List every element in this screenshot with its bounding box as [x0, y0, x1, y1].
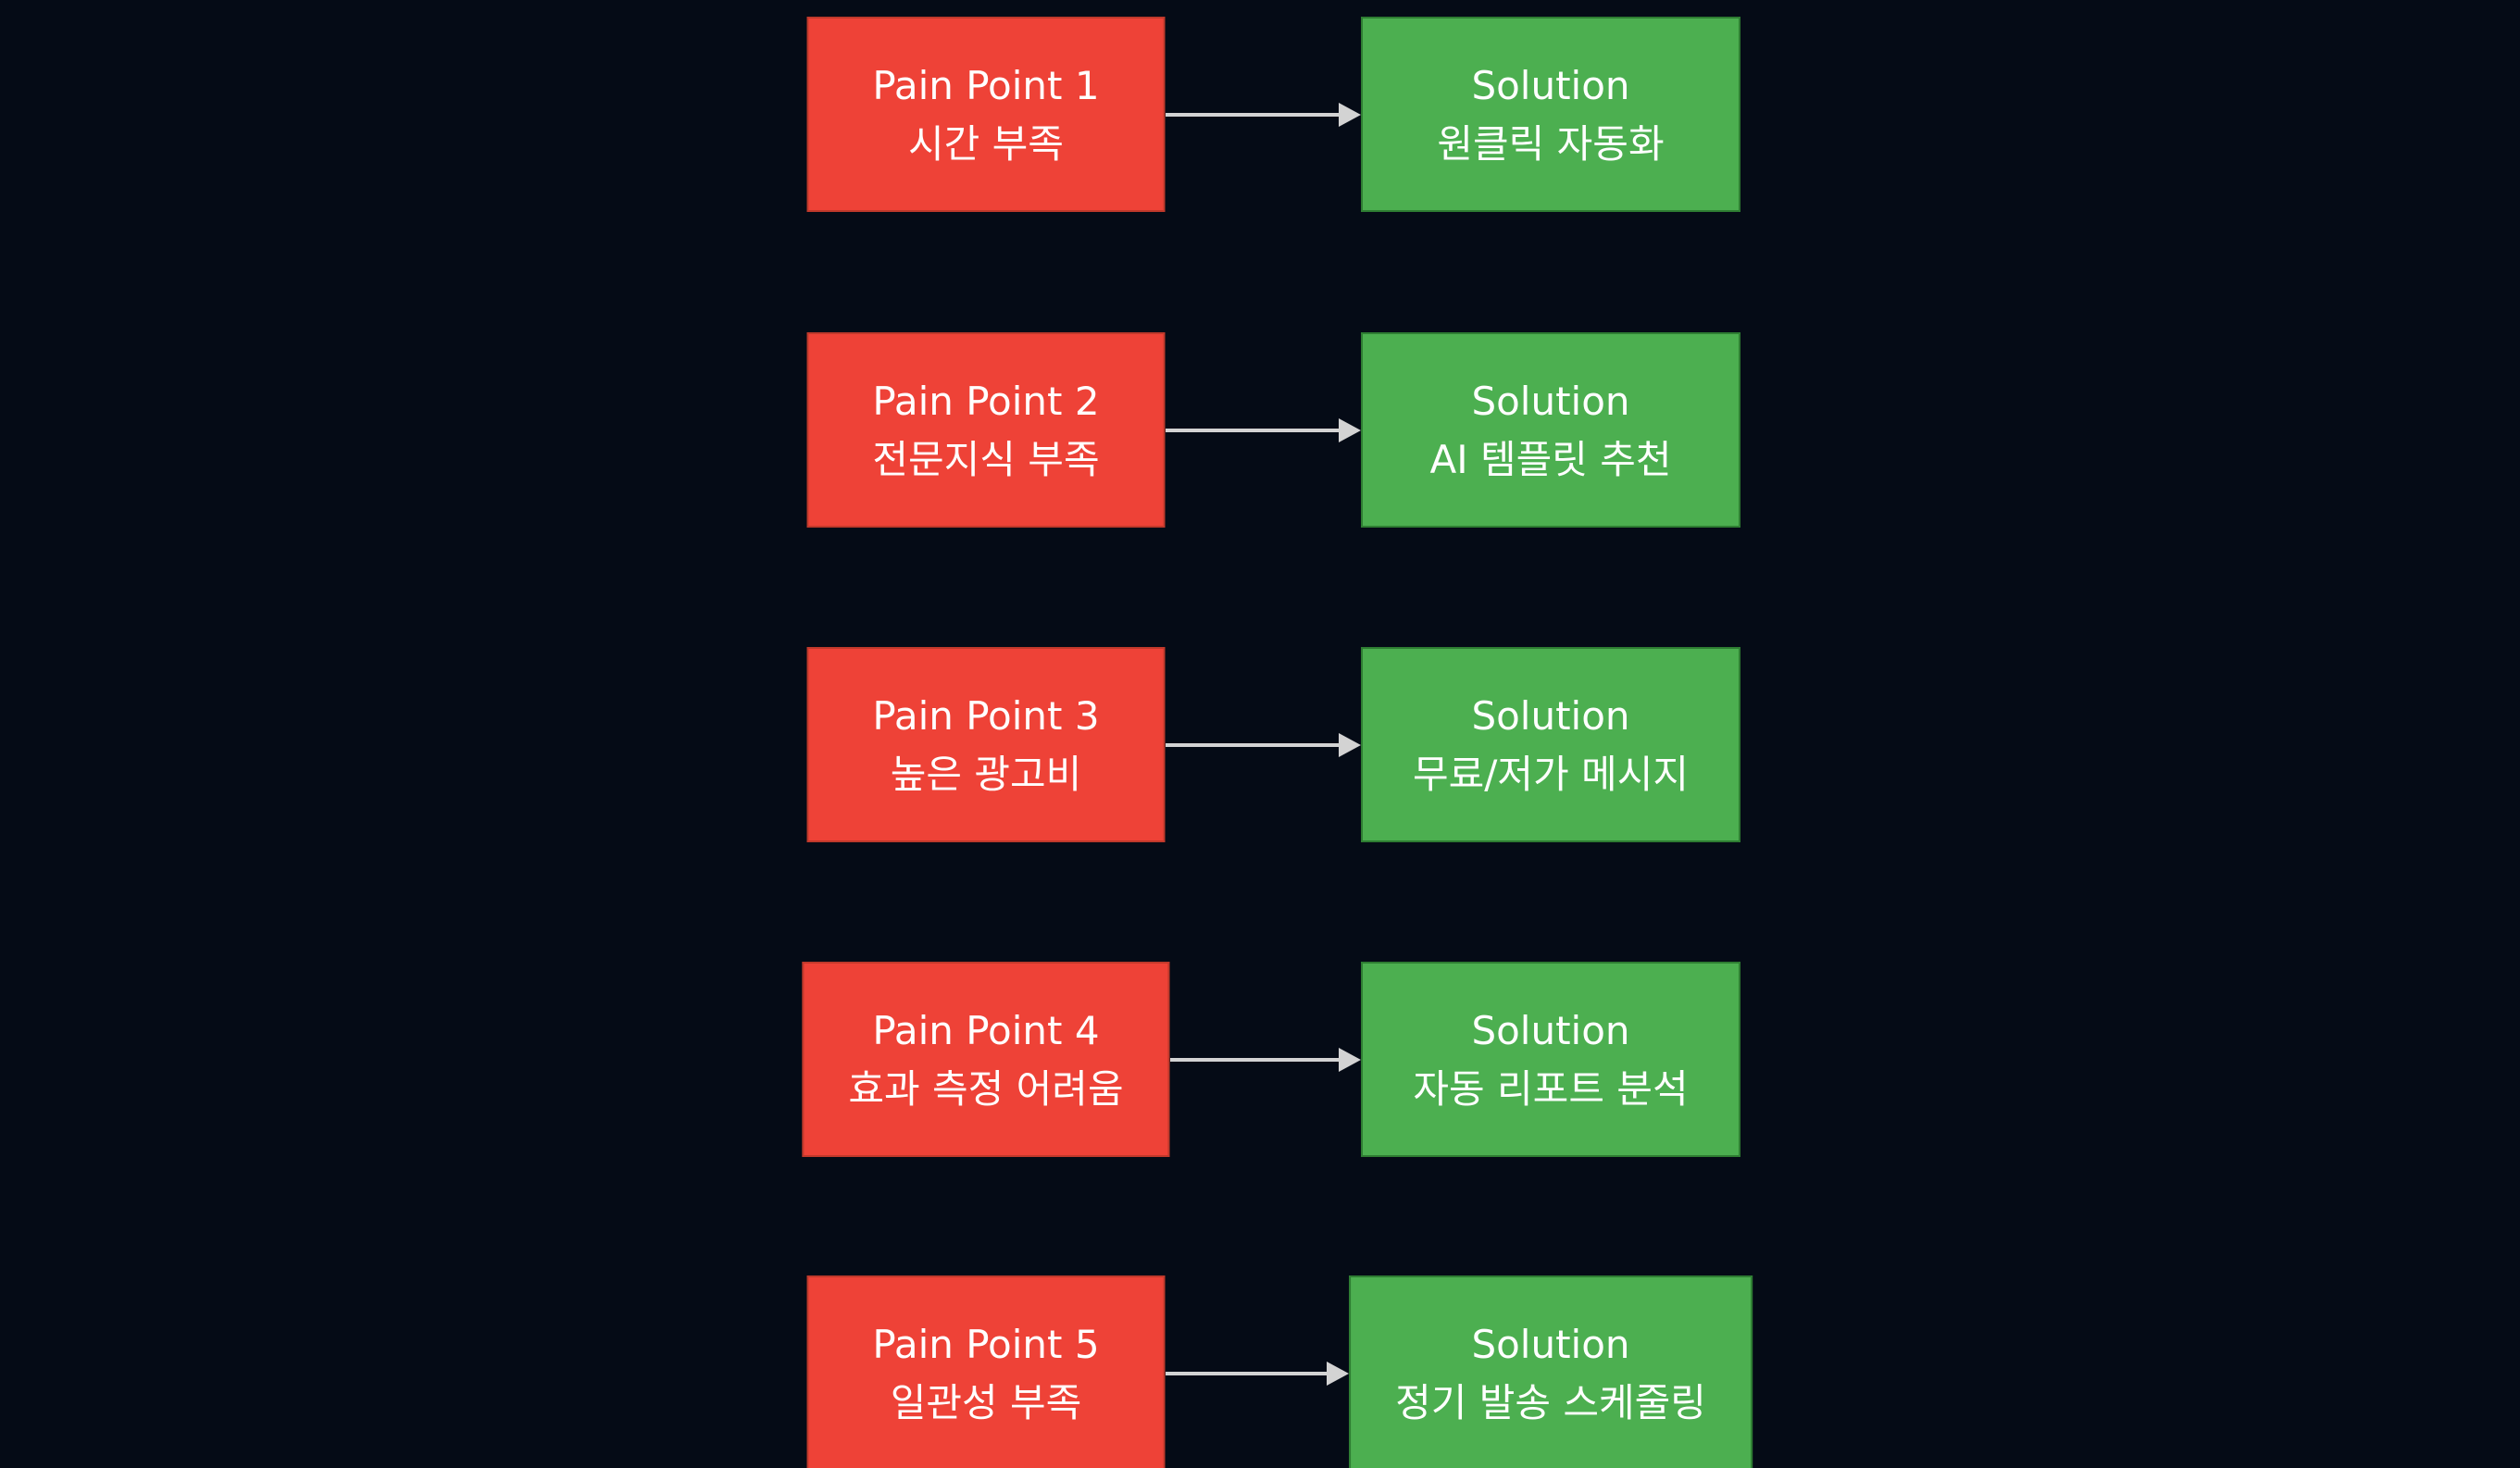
pain-point-1-node: Pain Point 1 시간 부족: [806, 17, 1166, 212]
arrow-line: [1165, 742, 1339, 747]
solution-1-subtitle: 원클릭 자동화: [1437, 120, 1665, 167]
solution-2-title: Solution: [1471, 378, 1630, 424]
solution-1-title: Solution: [1471, 62, 1630, 108]
solution-4-node: Solution 자동 리포트 분석: [1361, 962, 1740, 1157]
solution-2-subtitle: AI 템플릿 추천: [1429, 436, 1672, 482]
arrowhead-icon: [1339, 102, 1361, 127]
solution-3-subtitle: 무료/저가 메시지: [1413, 751, 1689, 797]
solution-5-node: Solution 정기 발송 스케줄링: [1349, 1275, 1753, 1468]
arrow-line: [1169, 1057, 1339, 1062]
pain-point-3-subtitle: 높은 광고비: [890, 751, 1082, 797]
solution-1-node: Solution 원클릭 자동화: [1361, 17, 1740, 212]
solution-3-node: Solution 무료/저가 메시지: [1361, 647, 1740, 842]
mapping-row-5: Pain Point 5 일관성 부족 Solution 정기 발송 스케줄링: [0, 1275, 2520, 1468]
solution-5-title: Solution: [1471, 1321, 1630, 1367]
pain-point-2-node: Pain Point 2 전문지식 부족: [806, 332, 1166, 528]
arrow-line: [1165, 1371, 1328, 1375]
pain-point-4-title: Pain Point 4: [872, 1007, 1100, 1053]
pain-point-5-node: Pain Point 5 일관성 부족: [806, 1275, 1166, 1468]
arrowhead-icon: [1327, 1361, 1350, 1386]
arrow-connector-5: [1165, 1361, 1350, 1386]
arrow-connector-3: [1165, 732, 1361, 757]
solution-2-node: Solution AI 템플릿 추천: [1361, 332, 1740, 528]
solution-4-title: Solution: [1471, 1007, 1630, 1053]
arrow-connector-2: [1165, 417, 1361, 442]
pain-point-5-title: Pain Point 5: [872, 1321, 1100, 1367]
mapping-row-2: Pain Point 2 전문지식 부족 Solution AI 템플릿 추천: [0, 332, 2520, 528]
mapping-row-3: Pain Point 3 높은 광고비 Solution 무료/저가 메시지: [0, 647, 2520, 842]
arrowhead-icon: [1339, 417, 1361, 442]
pain-point-2-title: Pain Point 2: [872, 378, 1100, 424]
mapping-row-4: Pain Point 4 효과 측정 어려움 Solution 자동 리포트 분…: [0, 962, 2520, 1157]
arrowhead-icon: [1339, 1047, 1361, 1072]
pain-point-3-node: Pain Point 3 높은 광고비: [806, 647, 1166, 842]
arrow-connector-4: [1169, 1047, 1361, 1072]
pain-point-3-title: Pain Point 3: [872, 692, 1100, 739]
pain-point-2-subtitle: 전문지식 부족: [872, 436, 1100, 482]
solution-3-title: Solution: [1471, 692, 1630, 739]
pain-point-4-subtitle: 효과 측정 어려움: [848, 1065, 1124, 1112]
arrow-connector-1: [1165, 102, 1361, 127]
arrow-line: [1165, 112, 1339, 117]
arrowhead-icon: [1339, 732, 1361, 757]
solution-4-subtitle: 자동 리포트 분석: [1413, 1065, 1689, 1112]
pain-point-1-subtitle: 시간 부족: [908, 120, 1064, 167]
arrow-line: [1165, 428, 1339, 432]
pain-point-1-title: Pain Point 1: [872, 62, 1100, 108]
solution-5-subtitle: 정기 발송 스케줄링: [1395, 1379, 1706, 1425]
pain-point-4-node: Pain Point 4 효과 측정 어려움: [802, 962, 1170, 1157]
pain-point-5-subtitle: 일관성 부족: [890, 1379, 1082, 1425]
mapping-row-1: Pain Point 1 시간 부족 Solution 원클릭 자동화: [0, 17, 2520, 212]
